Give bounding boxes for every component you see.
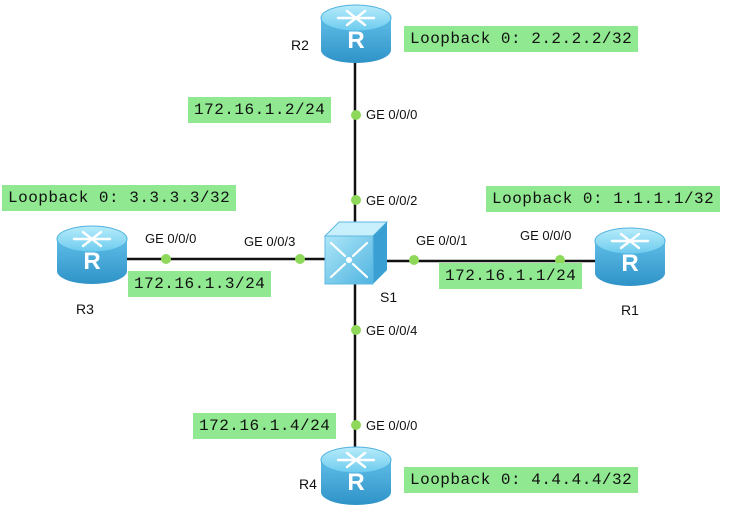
interface-ip-r2: 172.16.1.2/24 bbox=[188, 97, 332, 123]
port-dot-r2-ge0-0-0 bbox=[351, 110, 361, 120]
router-icon bbox=[55, 224, 129, 286]
router-icon bbox=[593, 226, 667, 288]
device-label-r3: R3 bbox=[76, 301, 94, 317]
switch-icon bbox=[329, 241, 369, 279]
port-label-s1-ge2: GE 0/0/2 bbox=[366, 193, 418, 208]
port-dot-s1-ge0-0-1 bbox=[409, 255, 419, 265]
router-r3[interactable] bbox=[55, 224, 129, 286]
interface-ip-r3: 172.16.1.3/24 bbox=[128, 271, 272, 297]
port-label-s1-ge3: GE 0/0/3 bbox=[244, 234, 296, 249]
interface-ip-r1: 172.16.1.1/24 bbox=[439, 263, 583, 289]
port-dot-s1-ge0-0-2 bbox=[351, 195, 361, 205]
port-dot-r4-ge0-0-0 bbox=[351, 420, 361, 430]
port-label-r4: GE 0/0/0 bbox=[366, 418, 418, 433]
port-label-s1-ge4: GE 0/0/4 bbox=[366, 323, 418, 338]
router-r1[interactable] bbox=[593, 226, 667, 288]
port-dot-r1-ge0-0-0 bbox=[555, 255, 565, 265]
port-dot-s1-ge0-0-3 bbox=[295, 254, 305, 264]
loopback-label-r4: Loopback 0: 4.4.4.4/32 bbox=[404, 467, 639, 493]
port-label-r1: GE 0/0/0 bbox=[520, 228, 572, 243]
loopback-label-r3: Loopback 0: 3.3.3.3/32 bbox=[2, 185, 237, 211]
device-label-r1: R1 bbox=[621, 302, 639, 318]
port-label-r3: GE 0/0/0 bbox=[145, 231, 197, 246]
switch-s1[interactable] bbox=[323, 221, 389, 285]
router-r4[interactable] bbox=[319, 445, 393, 507]
router-icon bbox=[319, 445, 393, 507]
device-label-r4: R4 bbox=[299, 476, 317, 492]
interface-ip-r4: 172.16.1.4/24 bbox=[193, 413, 337, 439]
port-label-r2: GE 0/0/0 bbox=[366, 107, 418, 122]
port-dot-r3-ge0-0-0 bbox=[161, 254, 171, 264]
device-label-r2: R2 bbox=[291, 37, 309, 53]
port-label-s1-ge1: GE 0/0/1 bbox=[416, 233, 468, 248]
loopback-label-r2: Loopback 0: 2.2.2.2/32 bbox=[404, 26, 639, 52]
device-label-s1: S1 bbox=[380, 289, 398, 305]
router-icon bbox=[319, 3, 393, 65]
loopback-label-r1: Loopback 0: 1.1.1.1/32 bbox=[486, 186, 721, 212]
router-r2[interactable] bbox=[319, 3, 393, 65]
port-dot-s1-ge0-0-4 bbox=[351, 325, 361, 335]
